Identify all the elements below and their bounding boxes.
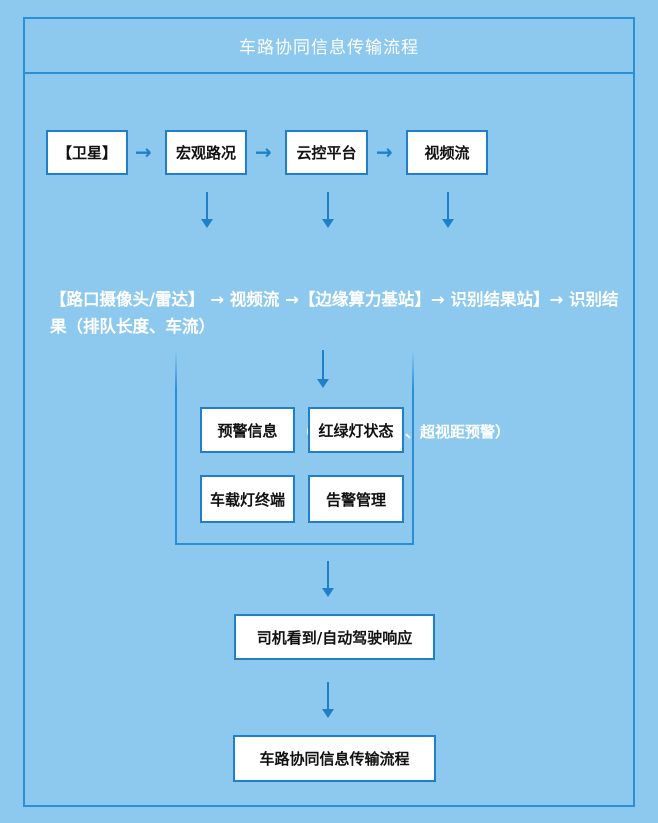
- satellite-box: 【卫星】: [46, 130, 128, 175]
- arrow-down-icon: [440, 192, 456, 228]
- arrow-down-icon: [315, 350, 331, 388]
- arrow-down-icon: [199, 192, 215, 228]
- diagram-title: 车路协同信息传输流程: [23, 17, 635, 74]
- vehicle-terminal-label: 车载灯终端: [209, 490, 285, 509]
- vehicle-terminal-box: 车载灯终端: [200, 475, 295, 523]
- signal-status-box: 红绿灯状态: [308, 407, 404, 453]
- driver-response-label: 司机看到/自动驾驶响应: [256, 628, 413, 647]
- macro-traffic-box: 宏观路况: [165, 130, 247, 175]
- video-stream-box: 视频流: [406, 130, 488, 175]
- diagram-title-text: 车路协同信息传输流程: [239, 38, 419, 58]
- alert-management-label: 告警管理: [325, 490, 386, 509]
- footer-process-box: 车路协同信息传输流程: [233, 735, 436, 782]
- edge-flow-text: 【路口摄像头/雷达】 → 视频流 →【边缘算力基站】→ 识别结果站】→ 识别结果…: [50, 290, 619, 336]
- cloud-platform-box: 云控平台: [285, 130, 368, 175]
- footer-process-label: 车路协同信息传输流程: [259, 750, 410, 768]
- arrow-right-icon: →: [255, 140, 272, 164]
- warning-info-label: 预警信息: [217, 421, 278, 440]
- cloud-platform-label: 云控平台: [296, 144, 357, 162]
- arrow-right-icon: →: [135, 140, 152, 164]
- grouping-bracket: [175, 350, 414, 545]
- arrow-down-icon: [320, 192, 336, 228]
- macro-traffic-label: 宏观路况: [175, 144, 236, 162]
- signal-status-label: 红绿灯状态: [318, 421, 394, 440]
- arrow-right-icon: →: [376, 140, 393, 164]
- arrow-down-icon: [320, 682, 336, 718]
- alert-management-box: 告警管理: [308, 475, 404, 523]
- paren-close-text: 、超视距预警）: [405, 423, 511, 441]
- satellite-label: 【卫星】: [56, 144, 117, 162]
- arrow-down-icon: [320, 561, 336, 597]
- warning-info-box: 预警信息: [200, 407, 295, 453]
- video-stream-label: 视频流: [424, 144, 470, 162]
- driver-response-box: 司机看到/自动驾驶响应: [234, 614, 435, 660]
